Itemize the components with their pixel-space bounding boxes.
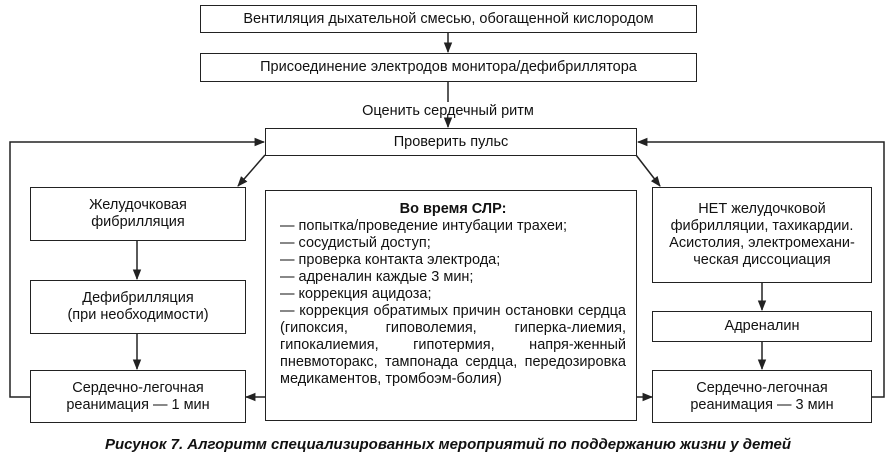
cpr1-line1: Сердечно-легочная <box>72 379 204 396</box>
defib-line2: (при необходимости) <box>67 307 209 323</box>
cpr-item: — сосудистый доступ; <box>280 235 431 251</box>
cpr-item: — проверка контакта электрода; <box>280 252 501 268</box>
vf-box: Желудочковая фибрилляция <box>30 187 246 241</box>
ventilation-box: Вентиляция дыхательной смесью, обогащенн… <box>200 5 697 33</box>
novf-line2: фибрилляции, тахикардии. <box>670 218 854 234</box>
vf-line2: фибрилляция <box>91 214 185 230</box>
cpr-3min-box: Сердечно-легочная реанимация — 3 мин <box>652 370 872 423</box>
figure-caption: Рисунок 7. Алгоритм специализированных м… <box>104 436 792 453</box>
vf-line1: Желудочковая <box>89 197 187 213</box>
adrenaline-text: Адреналин <box>724 318 800 334</box>
loop-cpr1-to-pulse <box>9 137 266 398</box>
check-pulse-box: Проверить пульс <box>265 128 637 156</box>
check-pulse-text: Проверить пульс <box>393 133 509 150</box>
arrow-pulse-to-novf <box>635 154 661 187</box>
cpr-1min-box: Сердечно-легочная реанимация — 1 мин <box>30 370 246 423</box>
novf-line1: НЕТ желудочковой <box>698 201 826 217</box>
cpr-item: — коррекция обратимых причин остановки с… <box>280 303 626 387</box>
during-cpr-title: Во время СЛР: <box>399 201 507 217</box>
no-vf-box: НЕТ желудочковой фибрилляции, тахикардии… <box>652 187 872 283</box>
during-cpr-box: Во время СЛР: — попытка/проведение интуб… <box>265 190 637 421</box>
defib-line1: Дефибрилляция <box>82 290 194 306</box>
cpr-item: — адреналин каждые 3 мин; <box>280 269 474 285</box>
electrodes-box: Присоединение электродов монитора/дефибр… <box>200 53 697 82</box>
novf-line4: ческая диссоциация <box>693 252 831 268</box>
novf-line3: Асистолия, электромехани- <box>669 235 855 251</box>
electrodes-text: Присоединение электродов монитора/дефибр… <box>260 59 637 75</box>
assess-rhythm-label: Оценить сердечный ритм <box>362 103 534 119</box>
arrow-pulse-to-vf <box>237 154 266 187</box>
cpr3-line2: реанимация — 3 мин <box>690 396 834 413</box>
defibrillation-box: Дефибрилляция (при необходимости) <box>30 280 246 334</box>
ventilation-text: Вентиляция дыхательной смесью, обогащенн… <box>243 10 654 27</box>
cpr-item: — коррекция ацидоза; <box>280 286 432 302</box>
loop-cpr3-to-pulse <box>636 137 885 398</box>
cpr3-line1: Сердечно-легочная <box>696 379 828 396</box>
cpr1-line2: реанимация — 1 мин <box>66 396 210 413</box>
adrenaline-box: Адреналин <box>652 311 872 342</box>
cpr-item: — попытка/проведение интубации трахеи; <box>280 218 568 234</box>
